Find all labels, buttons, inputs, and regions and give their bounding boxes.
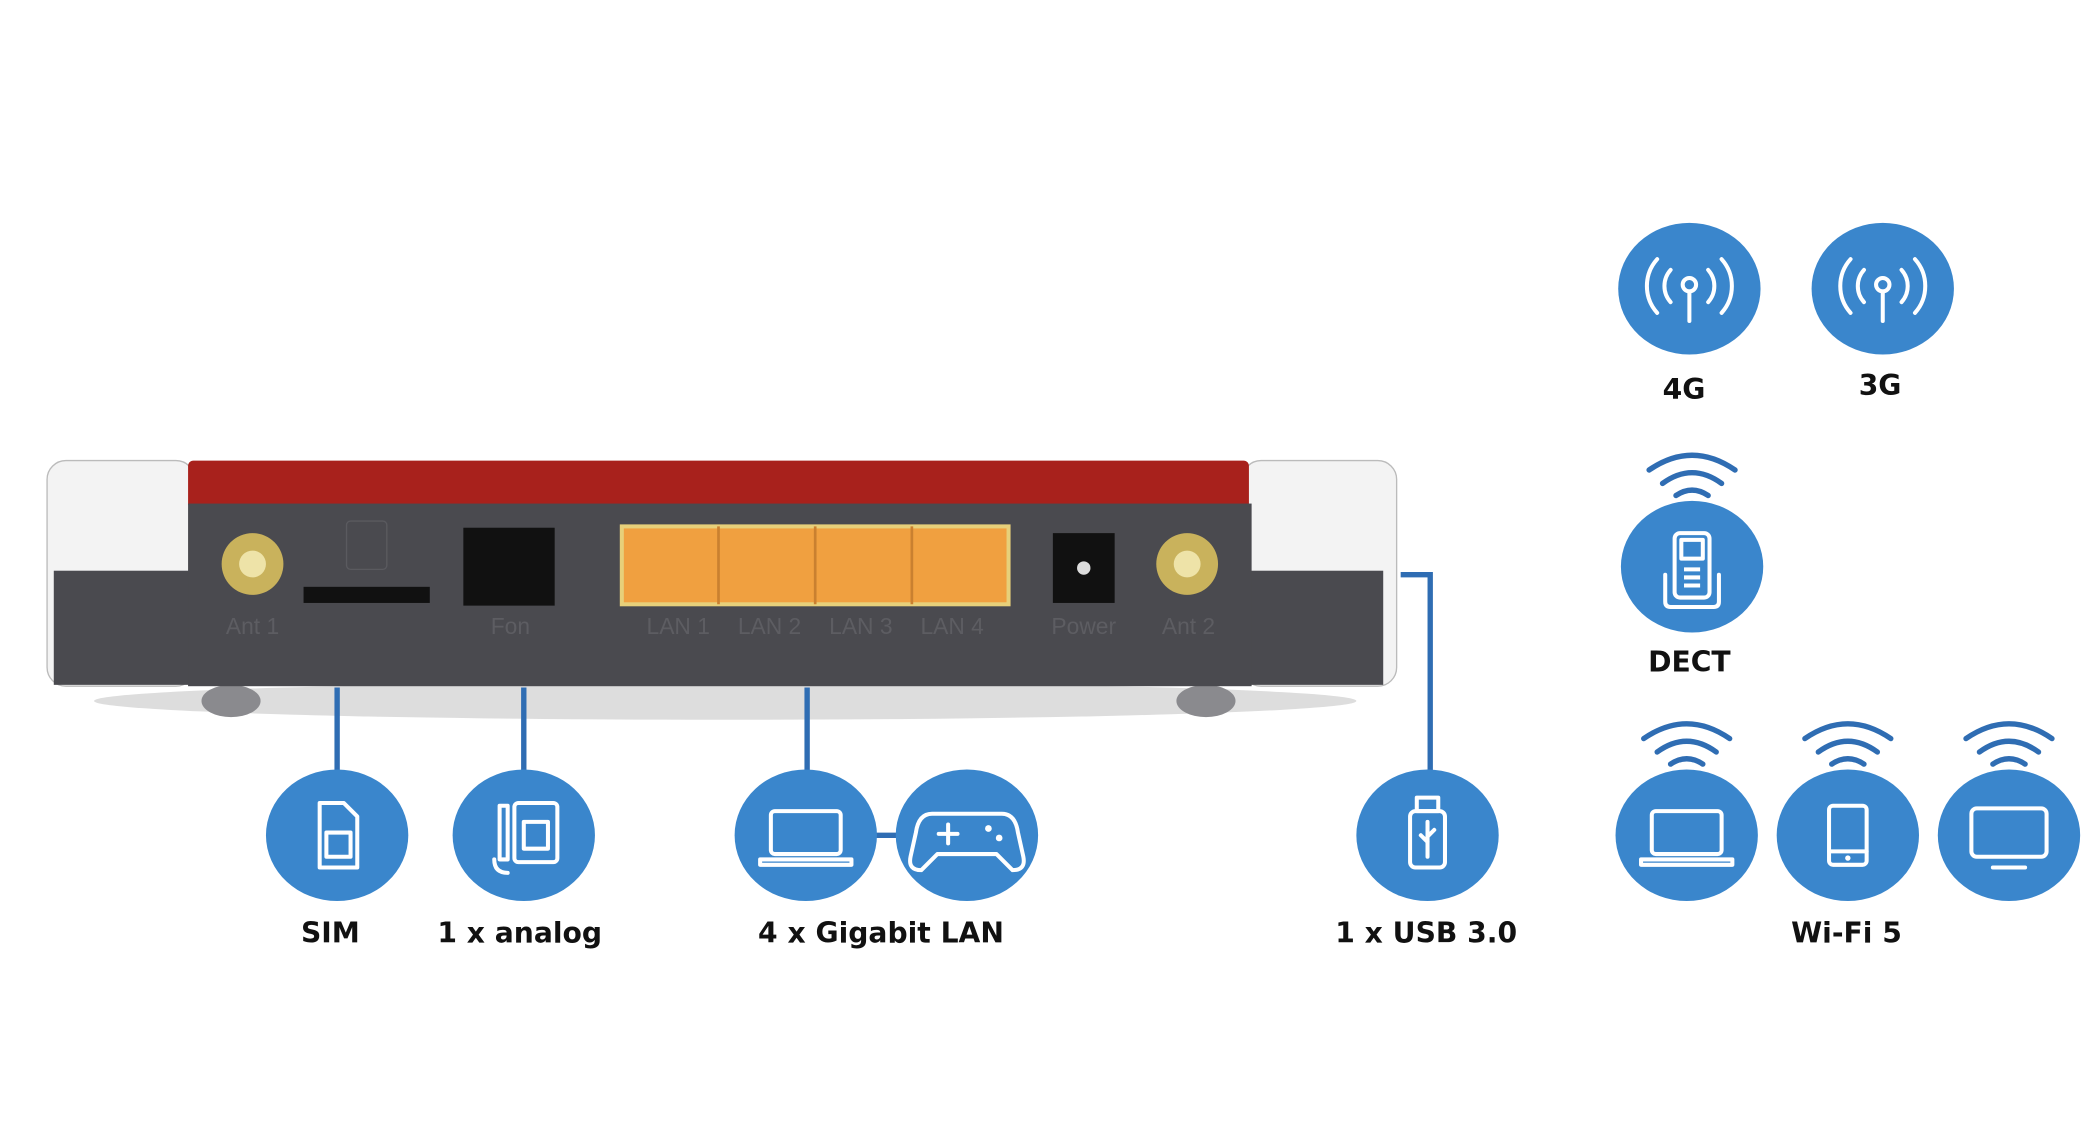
dect-feature: DECT bbox=[1620, 455, 1764, 678]
sim-label: SIM bbox=[301, 917, 360, 950]
sim-slot bbox=[303, 586, 430, 603]
wireless-waves-icon bbox=[1805, 724, 1891, 764]
usb-label: 1 x USB 3.0 bbox=[1335, 917, 1517, 950]
lan-feature: 4 x Gigabit LAN bbox=[734, 769, 1039, 950]
analog-feature: 1 x analog bbox=[437, 769, 602, 950]
sim-feature: SIM bbox=[265, 769, 409, 950]
4g-label: 4G bbox=[1663, 373, 1706, 406]
port-label-ant2: Ant 2 bbox=[1162, 613, 1215, 639]
port-label-ant1: Ant 1 bbox=[226, 613, 279, 639]
usb-feature: 1 x USB 3.0 bbox=[1335, 769, 1517, 950]
3g-label: 3G bbox=[1859, 369, 1902, 402]
3g-feature: 3G bbox=[1811, 222, 1954, 402]
port-label-lan3: LAN 3 bbox=[829, 613, 892, 639]
cordless-phone-icon bbox=[1663, 531, 1721, 609]
router-back-panel: Ant 1 Fon LAN 1 LAN 2 LAN 3 LAN 4 Power … bbox=[46, 459, 1398, 720]
port-label-power: Power bbox=[1051, 613, 1116, 639]
monitor-icon bbox=[1969, 806, 2049, 870]
lan-label: 4 x Gigabit LAN bbox=[758, 917, 1004, 950]
connector-lines bbox=[334, 572, 1433, 838]
wireless-waves-icon bbox=[1966, 724, 2052, 764]
port-label-fon: Fon bbox=[491, 613, 530, 639]
wifi-label: Wi-Fi 5 bbox=[1791, 917, 1902, 950]
port-label-lan2: LAN 2 bbox=[738, 613, 801, 639]
sim-card-icon bbox=[317, 801, 360, 870]
wireless-waves-icon bbox=[1649, 455, 1735, 495]
port-label-lan1: LAN 1 bbox=[647, 613, 710, 639]
usb-stick-icon bbox=[1408, 795, 1447, 870]
4g-feature: 4G bbox=[1618, 222, 1761, 406]
wifi-feature: Wi-Fi 5 bbox=[1615, 724, 2081, 950]
dect-label: DECT bbox=[1648, 645, 1731, 678]
fon-port bbox=[463, 527, 555, 606]
wireless-waves-icon bbox=[1644, 724, 1730, 764]
port-label-lan4: LAN 4 bbox=[920, 613, 984, 639]
tablet-icon bbox=[1827, 803, 1869, 867]
analog-label: 1 x analog bbox=[437, 917, 602, 950]
desk-phone-icon bbox=[492, 801, 560, 875]
gamepad-icon bbox=[908, 811, 1026, 873]
